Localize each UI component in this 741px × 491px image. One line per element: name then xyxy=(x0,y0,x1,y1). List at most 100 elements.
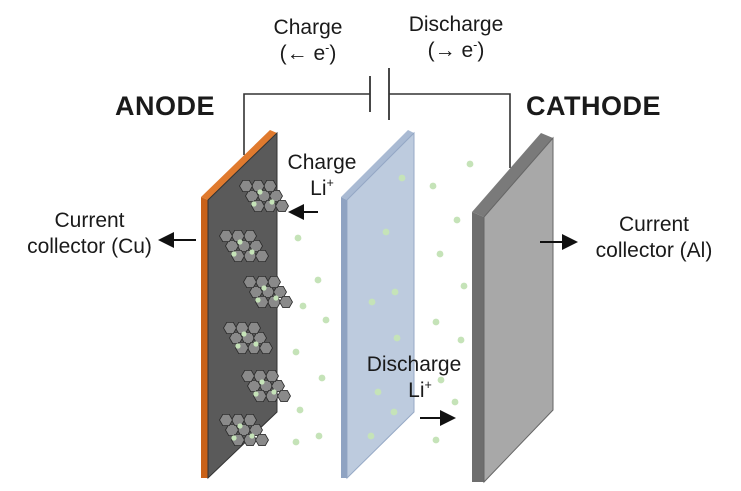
graphite-hexagon xyxy=(229,331,243,345)
lithium-ion xyxy=(318,374,326,382)
graphite-hexagon xyxy=(239,179,253,193)
wire-left xyxy=(243,93,370,155)
discharge-label-electron: (→ e-) xyxy=(427,38,485,62)
graphite-hexagon xyxy=(223,321,237,335)
graphite-hexagons xyxy=(219,179,293,447)
intercalated-lithium-ion xyxy=(253,391,259,397)
collector-al-line1: Current xyxy=(618,213,690,236)
graphite-hexagon xyxy=(225,423,239,437)
cathode-top-edge xyxy=(472,133,553,217)
discharge-li-label: Discharge Li+ xyxy=(360,352,468,404)
graphite-hexagon xyxy=(263,179,277,193)
cathode-face xyxy=(483,136,554,484)
anode-collector-edge xyxy=(201,197,208,478)
graphite-hexagon xyxy=(265,369,279,383)
separator-side-edge xyxy=(341,197,347,478)
graphite-hexagon xyxy=(275,199,289,213)
lithium-ion xyxy=(374,388,382,396)
discharge-li-word: Discharge xyxy=(366,353,462,376)
graphite-hexagon xyxy=(235,321,249,335)
lithium-ion xyxy=(436,250,444,258)
graphite-hexagon xyxy=(247,379,261,393)
wire-right xyxy=(389,93,511,168)
charge-li-ion: Li+ xyxy=(310,176,334,200)
collector-al-label: Current collector (Al) xyxy=(580,212,728,264)
anode-electrode xyxy=(201,130,293,480)
lithium-ion xyxy=(382,228,390,236)
separator-top-edge xyxy=(341,130,414,200)
intercalated-lithium-ion xyxy=(251,201,257,207)
graphite-hexagon xyxy=(231,413,245,427)
intercalated-lithium-ion xyxy=(259,379,265,385)
graphite-hexagon xyxy=(255,433,269,447)
charge-li-label: Charge Li+ xyxy=(282,150,362,202)
lithium-ion xyxy=(391,288,399,296)
graphite-hexagon xyxy=(231,229,245,243)
cathode-side-edge xyxy=(472,212,484,482)
discharge-li-ion: Li+ xyxy=(408,378,432,402)
charge-li-word: Charge xyxy=(287,151,357,174)
lithium-ion xyxy=(457,336,465,344)
lithium-ion xyxy=(367,432,375,440)
lithium-ion xyxy=(292,348,300,356)
anode-heading: ANODE xyxy=(115,91,216,121)
lithium-ion xyxy=(368,298,376,306)
charge-label-electron: (← e-) xyxy=(279,41,337,65)
intercalated-lithium-ion xyxy=(257,189,263,195)
graphite-hexagon xyxy=(277,389,291,403)
discharge-label-word: Discharge xyxy=(408,13,504,36)
graphite-hexagon xyxy=(251,179,265,193)
intercalated-lithium-ion xyxy=(249,249,255,255)
graphite-hexagon xyxy=(253,369,267,383)
lithium-ion xyxy=(466,160,474,168)
intercalated-lithium-ion xyxy=(231,435,237,441)
graphite-hexagon xyxy=(267,275,281,289)
intercalated-lithium-ion xyxy=(237,239,243,245)
intercalated-lithium-ion xyxy=(271,389,277,395)
graphite-hexagon xyxy=(245,189,259,203)
cathode-electrode xyxy=(472,133,554,484)
intercalated-lithium-ion xyxy=(253,341,259,347)
lithium-ion xyxy=(453,216,461,224)
lithium-ion xyxy=(437,376,445,384)
lithium-ions xyxy=(292,160,474,446)
lithium-ion xyxy=(429,182,437,190)
lithium-ion xyxy=(432,436,440,444)
graphite-hexagon xyxy=(241,369,255,383)
graphite-hexagon xyxy=(243,229,257,243)
lithium-ion xyxy=(451,398,459,406)
collector-al-line2: collector (Al) xyxy=(595,239,713,262)
graphite-hexagon xyxy=(225,239,239,253)
cathode-heading: CATHODE xyxy=(526,91,661,121)
collector-cu-line1: Current xyxy=(54,209,125,232)
lithium-ion xyxy=(315,432,323,440)
lithium-ion xyxy=(322,316,330,324)
lithium-ion xyxy=(390,408,398,416)
charge-label-word: Charge xyxy=(273,16,343,39)
graphite-hexagon xyxy=(249,285,263,299)
separator-face xyxy=(346,131,415,480)
graphite-hexagon xyxy=(243,275,257,289)
graphite-hexagon xyxy=(247,321,261,335)
lithium-ion xyxy=(314,276,322,284)
lithium-ion xyxy=(393,334,401,342)
lithium-ion xyxy=(292,438,300,446)
external-circuit xyxy=(243,68,511,168)
intercalated-lithium-ion xyxy=(273,295,279,301)
charge-label: Charge (← e-) xyxy=(258,15,358,67)
lithium-ion xyxy=(398,174,406,182)
lithium-ion xyxy=(299,302,307,310)
intercalated-lithium-ion xyxy=(261,285,267,291)
lithium-ion xyxy=(296,406,304,414)
intercalated-lithium-ion xyxy=(231,251,237,257)
arrows xyxy=(158,204,578,426)
intercalated-lithium-ion xyxy=(237,423,243,429)
graphite-hexagon xyxy=(255,249,269,263)
graphite-hexagon xyxy=(279,295,293,309)
graphite-hexagon xyxy=(219,413,233,427)
anode-collector-strip xyxy=(201,130,277,200)
intercalated-lithium-ion xyxy=(241,331,247,337)
graphite-hexagon xyxy=(255,275,269,289)
